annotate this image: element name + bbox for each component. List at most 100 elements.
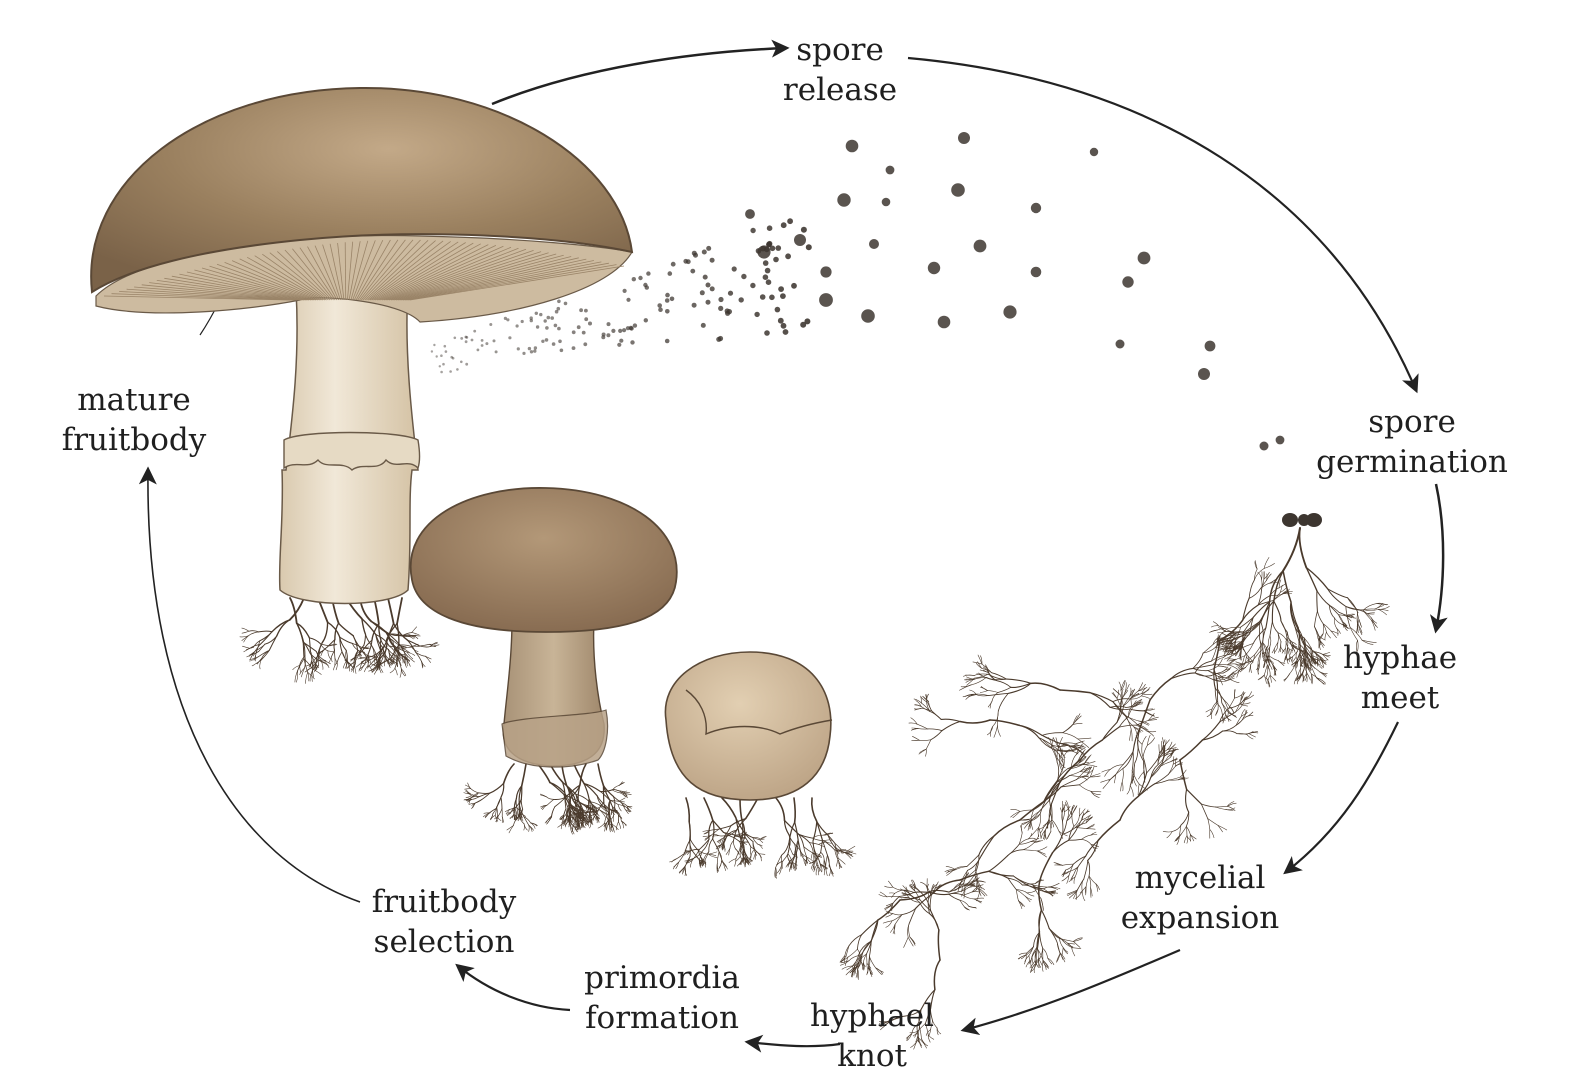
hypha-branch (1115, 764, 1124, 776)
hypha-branch (859, 953, 867, 962)
spore (460, 360, 463, 364)
spore (820, 266, 832, 278)
hypha-branch (1068, 863, 1074, 876)
hypha-branch (683, 850, 691, 853)
hypha-branch (1267, 664, 1271, 676)
spore (465, 336, 469, 339)
hypha-branch (392, 622, 409, 641)
mature-mushroom (90, 86, 634, 684)
hypha-branch (1235, 661, 1244, 665)
hypha-branch (508, 825, 514, 834)
hypha-branch (1223, 653, 1235, 656)
hypha-branch (907, 1033, 913, 1041)
hypha-branch (364, 633, 373, 646)
spore (571, 330, 576, 335)
hypha-branch (579, 807, 583, 817)
hypha-branch (879, 891, 888, 898)
roots-young (463, 763, 633, 835)
hypha-branch (1090, 791, 1101, 795)
hypha-branch (574, 799, 579, 810)
gill-line (409, 265, 625, 301)
hypha-branch (814, 851, 822, 861)
hypha-branch (1229, 706, 1234, 713)
spore (705, 299, 711, 305)
hypha-branch (1085, 814, 1092, 824)
hypha-branch (1074, 866, 1079, 878)
hypha-branch (401, 655, 409, 660)
hypha-branch (1217, 665, 1227, 668)
label-spore-release-line1: spore (796, 32, 884, 68)
gill-line (247, 256, 324, 301)
hypha-branch (717, 863, 719, 872)
hypha-branch (1007, 849, 1024, 857)
hypha-branch (597, 763, 605, 787)
spore (881, 197, 891, 207)
gill-line (292, 248, 334, 301)
hypha-branch (885, 913, 893, 918)
hypha-branch (614, 806, 619, 815)
hypha-branch (1225, 714, 1232, 721)
spore (480, 344, 484, 347)
hypha-branch (891, 896, 900, 906)
hypha-branch (775, 855, 782, 868)
hypha-branch (837, 857, 846, 865)
hypha-branch (1043, 786, 1062, 803)
hypha-branch (1028, 946, 1034, 957)
hypha-branch (369, 652, 379, 661)
hypha-branch (844, 956, 849, 966)
hypha-branch (618, 782, 624, 786)
hypha-branch (565, 784, 581, 798)
hypha-branch (1164, 750, 1170, 757)
hypha-branch (1260, 579, 1267, 589)
hypha-branch (561, 781, 566, 799)
hypha-branch (899, 891, 930, 901)
hypha-branch (571, 824, 574, 833)
gill-line (399, 257, 579, 301)
hypha-branch (1219, 711, 1236, 723)
hypha-branch (1147, 737, 1155, 746)
hypha-branch (1048, 799, 1052, 814)
hypha-branch (875, 967, 882, 975)
hypha-branch (962, 881, 973, 887)
hypha-branch (406, 651, 416, 656)
hypha-branch (1085, 886, 1087, 894)
hypha-branch (887, 902, 894, 908)
hypha-branch (703, 797, 714, 822)
hypha-branch (968, 880, 974, 886)
hypha-branch (1207, 818, 1219, 826)
gill-line (362, 239, 421, 301)
hypha-branch (785, 862, 792, 868)
spore (465, 362, 469, 366)
hypha-branch (339, 636, 347, 652)
hypha-branch (1167, 765, 1176, 775)
spore (433, 343, 436, 347)
hypha-branch (1293, 659, 1299, 665)
hypha-branch (713, 833, 720, 836)
hypha-branch (1143, 760, 1145, 773)
hypha-branch (809, 842, 820, 845)
hypha-branch (892, 913, 903, 916)
hypha-branch (399, 668, 402, 678)
hypha-branch (974, 880, 984, 882)
hypha-branch (1223, 645, 1230, 656)
hypha-branch (1015, 889, 1028, 894)
hypha-branch (1282, 570, 1292, 603)
hypha-branch (1227, 663, 1239, 666)
hypha-branch (1007, 877, 1023, 886)
hypha-branch (521, 763, 527, 787)
hypha-branch (855, 968, 858, 978)
hypha-branch (1123, 696, 1131, 707)
hypha-branch (1061, 869, 1066, 876)
hypha-branch (823, 833, 834, 836)
hypha-branch (517, 816, 522, 822)
hypha-branch (902, 1009, 922, 1017)
gill-line (314, 245, 340, 301)
hypha-branch (718, 851, 723, 862)
hypha-branch (1280, 620, 1288, 633)
hypha-branch (930, 989, 936, 1010)
hypha-branch (917, 1022, 926, 1032)
hypha-branch (1023, 849, 1038, 852)
gill-line (307, 246, 338, 301)
hypha-branch (1143, 708, 1154, 711)
